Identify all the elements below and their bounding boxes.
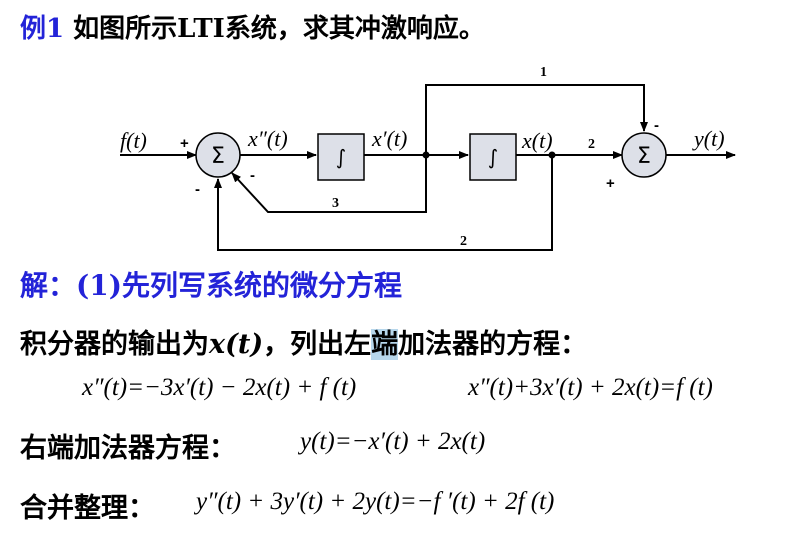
label-x: x(t) [521,128,553,153]
equation-left-adder: x″(t)=−3x′(t) − 2x(t) + f (t) [82,374,357,401]
sign-sum1-minus-b: - [195,181,200,198]
sign-sum2-plus: + [606,175,615,192]
junction-node-1 [422,151,430,159]
line1-math: x(t) [209,329,264,360]
integrator-block-1 [317,133,365,181]
sum-junction-right [621,132,667,178]
page-title: 例1 如图所示LTI系统，求其冲激响应。 [20,8,485,45]
block-diagram: Σ Σ ∫ ∫ f(t) x″(t) x′(t) x(t) y(t) + - -… [120,65,736,251]
line1-mid: ，列出左 [263,329,372,360]
solution-line-2-label: 右端加法器方程： [20,433,236,464]
wire-feedback-outer [214,155,553,251]
solution-line-3-label: 合并整理： [20,493,155,524]
equation-right-adder: y(t)=−x′(t) + 2x(t) [300,428,486,455]
example-label: 例1 [20,14,65,44]
line1-highlight: 端 [371,329,399,360]
sum-junction-left [195,132,241,178]
gain-feedback-inner: 3 [332,196,339,211]
label-x1: x′(t) [371,126,407,151]
gain-x-to-sum2: 2 [588,137,595,152]
sign-sum1-plus: + [180,135,189,152]
title-text: 如图所示LTI系统，求其冲激响应。 [73,14,485,44]
sign-sum2-minus: - [654,117,659,134]
equation-left-adder-rearranged: x″(t)+3x′(t) + 2x(t)=f (t) [468,374,713,401]
label-x2: x″(t) [247,126,288,151]
gain-top: 1 [540,65,547,80]
wire-feedback-inner [231,155,427,213]
label-output: y(t) [692,126,725,151]
solution-heading: 解：(1)先列写系统的微分方程 [20,269,402,302]
line1-suffix: 加法器的方程： [398,329,588,360]
integrator-symbol-1: ∫ [336,145,346,169]
integrator-block-2 [469,133,517,181]
label-input: f(t) [120,128,147,153]
sign-sum1-minus-a: - [250,167,255,184]
junction-node-2 [548,151,556,159]
wire-top-path [425,84,648,155]
solution-line-1: 积分器的输出为x(t)，列出左端加法器的方程： [20,322,587,361]
sum-symbol-left: Σ [211,144,225,169]
gain-feedback-outer: 2 [460,234,467,249]
sum-symbol-right: Σ [637,144,651,169]
line1-prefix: 积分器的输出为 [20,329,209,360]
integrator-symbol-2: ∫ [488,145,498,169]
equation-combined: y″(t) + 3y′(t) + 2y(t)=−f ′(t) + 2f (t) [196,488,555,515]
